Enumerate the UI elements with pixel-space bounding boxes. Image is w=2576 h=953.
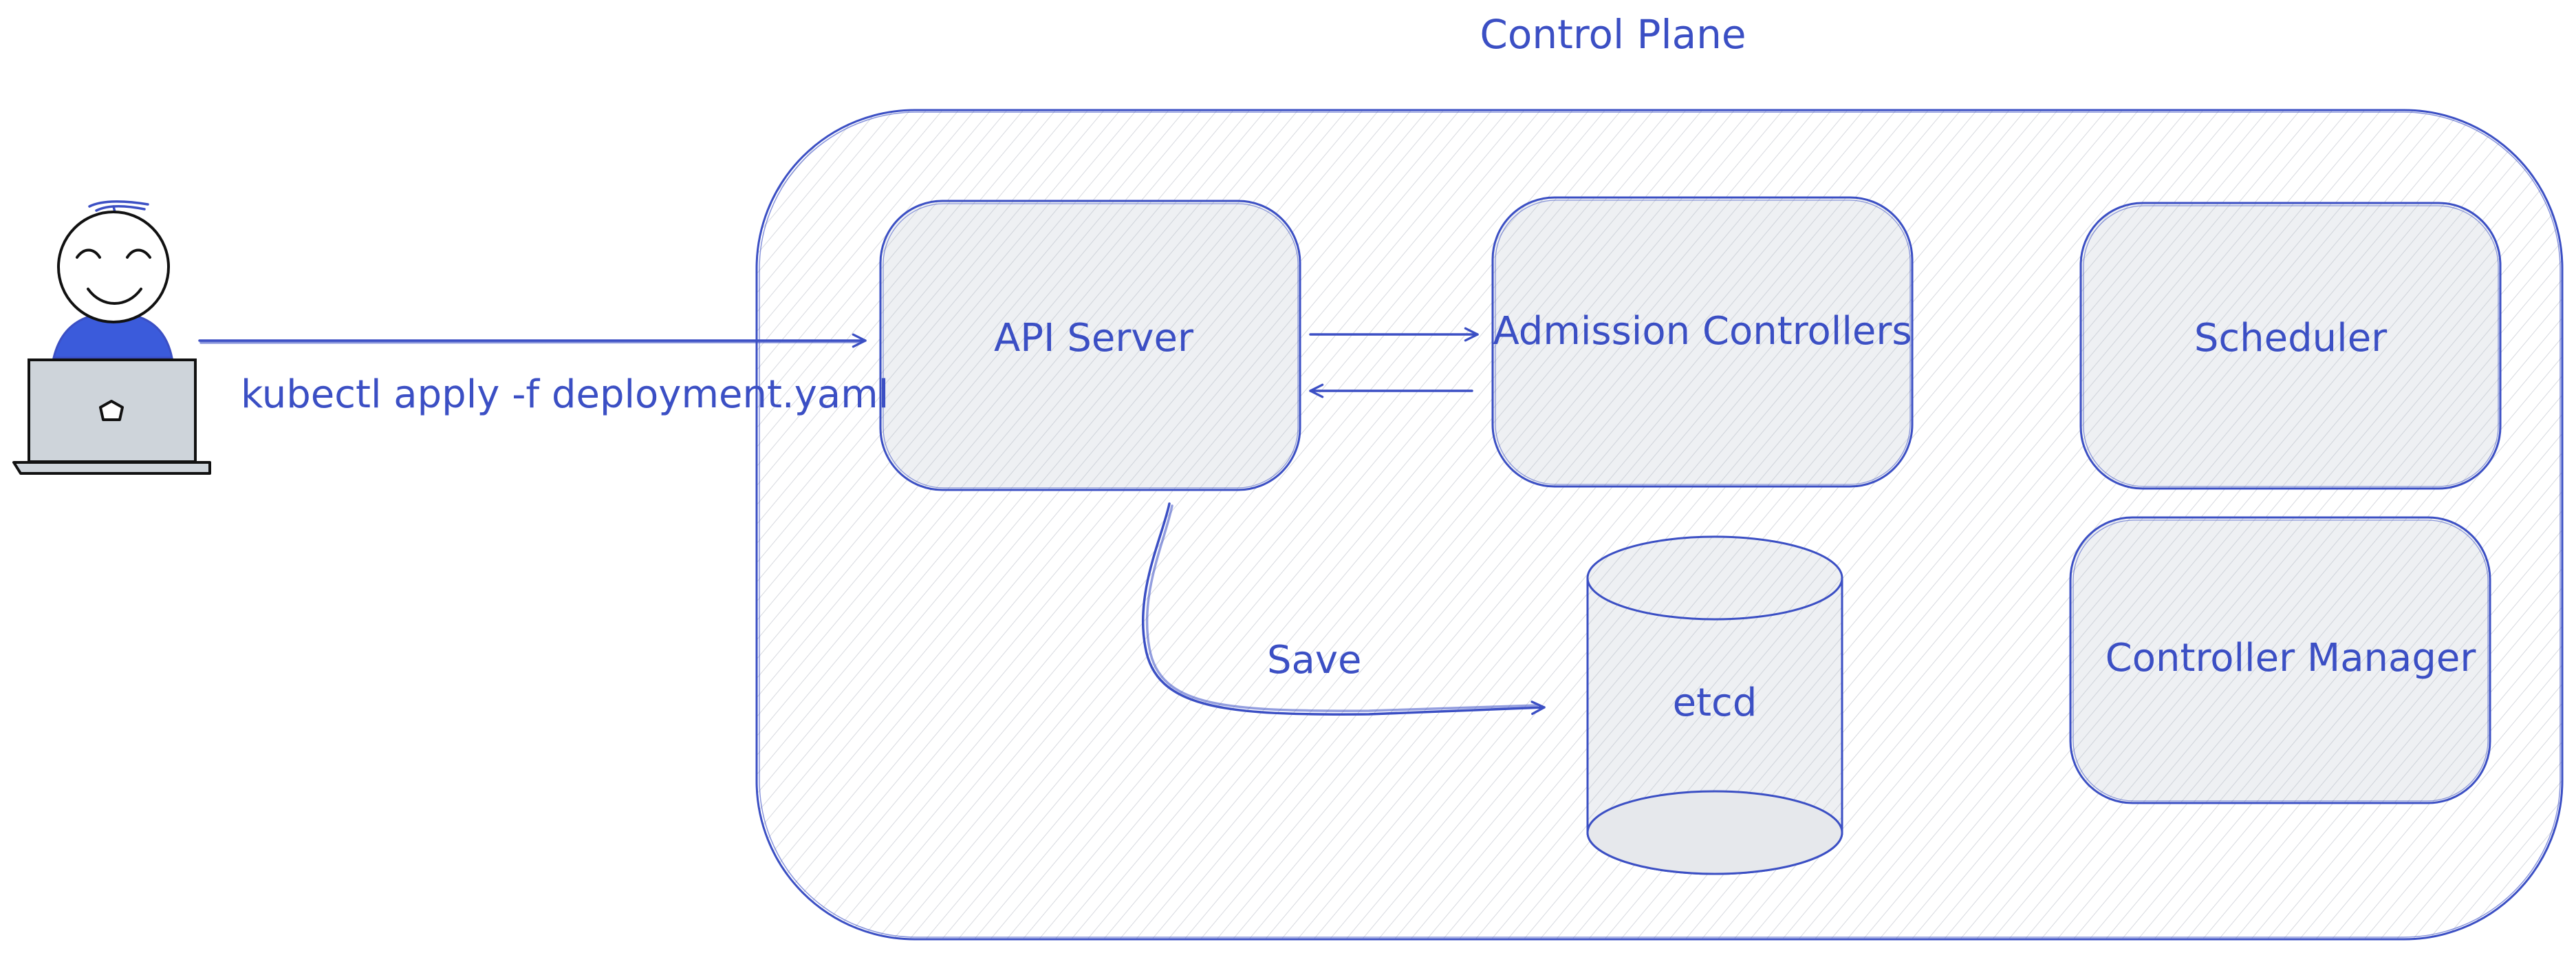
etcd-database: etcd: [1586, 535, 1843, 875]
kubectl-command-label: kubectl apply -f deployment.yaml: [241, 372, 889, 417]
save-arrow-sketch-line: [1145, 504, 1539, 712]
controller-manager-label: Controller Manager: [2106, 636, 2477, 681]
api-server-box: API Server: [879, 200, 1301, 491]
scheduler-label: Scheduler: [2194, 316, 2388, 361]
scheduler-box: Scheduler: [2079, 202, 2502, 490]
admission-controllers-box: Admission Controllers: [1491, 196, 1914, 488]
api-server-label: API Server: [994, 316, 1194, 361]
etcd-label: etcd: [1673, 681, 1757, 725]
user-icon: [52, 200, 173, 359]
control-plane-title: Control Plane: [1480, 11, 1746, 58]
control-plane-container-sketch-line: [759, 111, 2561, 938]
save-label: Save: [1267, 638, 1361, 683]
laptop-icon: [12, 358, 211, 475]
controller-manager-box: Controller Manager: [2069, 516, 2491, 804]
save-arrow: [1141, 502, 1546, 716]
kubectl-arrow-sketch-line: [199, 341, 861, 344]
admission-controllers-label: Admission Controllers: [1493, 309, 1912, 354]
